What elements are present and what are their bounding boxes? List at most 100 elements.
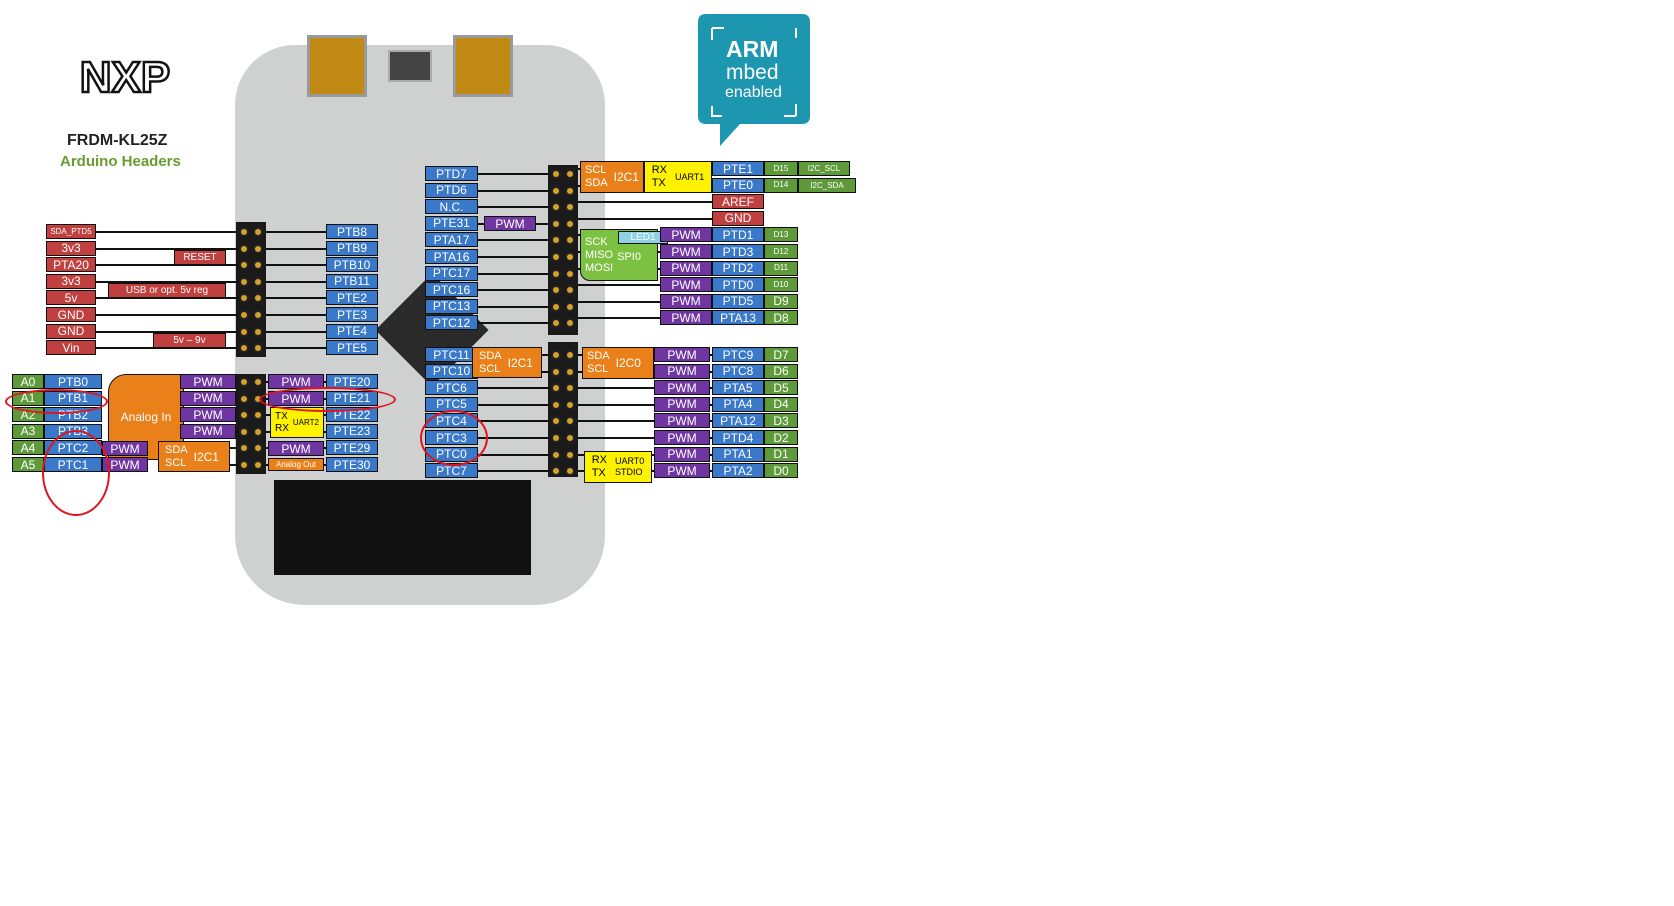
uart0-rx: RX — [591, 454, 607, 466]
pin-left-top-3-2 — [253, 276, 263, 287]
wire-right-bottom-2 — [578, 387, 712, 390]
pin-ptb9: PTB9 — [326, 240, 378, 256]
pin-right-top-5-1 — [551, 252, 561, 262]
arduino-d9: D9 — [764, 293, 798, 309]
i2c1-left-label: I2C1 — [193, 449, 219, 464]
pin-right-bottom-7-1 — [551, 466, 561, 477]
pin-pte0-1: PTE0 — [712, 177, 764, 193]
i2c1-right-sda: SDA — [585, 177, 608, 189]
pin-right-bottom-3-1 — [551, 399, 561, 410]
nxp-logo-mark: NXP — [60, 40, 190, 110]
highlight-pte21 — [259, 387, 396, 412]
pin-pte30: PTE30 — [326, 457, 378, 472]
highlight-ptc2-ptc1 — [42, 430, 110, 516]
pin-right-top-2-1 — [551, 202, 561, 213]
wire-center-top-0 — [478, 173, 551, 175]
pin-ptc11: PTC11 — [425, 347, 478, 362]
arduino-a4: A4 — [12, 440, 44, 456]
wire-left-power-4 — [95, 297, 239, 300]
arm-mbed-badge: ARM mbed enabled — [698, 14, 810, 146]
pwm-right-top-2: PWM — [660, 260, 712, 276]
pin-left-bottom-0-1 — [239, 377, 249, 387]
pin-right-top-4-1 — [551, 235, 561, 246]
pin-pte29: PTE29 — [326, 440, 378, 456]
pin-left-bottom-5-2 — [253, 460, 263, 470]
wire-inner-left-top-6 — [266, 330, 326, 333]
i2c1-center-scl: SCL — [479, 362, 501, 375]
wire-inner-left-top-1 — [266, 247, 326, 250]
pwm-pte31: PWM — [484, 216, 536, 231]
pin-pta1: PTA1 — [712, 446, 764, 462]
pwm-right-top-3: PWM — [660, 277, 712, 293]
i2c1-left-sda: SDA — [165, 443, 188, 456]
pin-right-top-0-2 — [565, 169, 575, 179]
usb-connector-right — [453, 35, 513, 97]
stdio-label: STDIO — [614, 467, 643, 477]
arduino-d0: D0 — [764, 463, 798, 479]
pin-right-top-9-1 — [551, 318, 561, 329]
i2c1-center-label: I2C1 — [507, 355, 533, 370]
pin-pta13-9: PTA13 — [712, 310, 764, 326]
pin-left-top-1-2 — [253, 243, 263, 254]
wire-left-power-7 — [95, 347, 239, 350]
wire-inner-left-top-4 — [266, 297, 326, 300]
pin-left-top-2-1 — [239, 260, 249, 271]
wire-center-bottom-3 — [478, 403, 551, 406]
wire-right-bottom-3 — [578, 403, 712, 406]
badge-enabled: enabled — [725, 84, 782, 101]
pin-pta4: PTA4 — [712, 396, 764, 412]
pwm-analog-3: PWM — [180, 423, 236, 439]
pin-left-top-3-1 — [239, 276, 249, 287]
pin-pte2: PTE2 — [326, 290, 378, 306]
pin-ptb10: PTB10 — [326, 257, 378, 273]
pin-left-top-5-2 — [253, 310, 263, 320]
wire-right-top-3 — [578, 217, 712, 220]
pin-left-bottom-2-2 — [253, 410, 263, 421]
wire-left-power-2 — [95, 264, 239, 267]
pin-left-top-0-2 — [253, 227, 263, 237]
pin-ptc17: PTC17 — [425, 265, 478, 281]
arduino-d12: D12 — [764, 244, 798, 259]
pin-right-bottom-2-1 — [551, 383, 561, 394]
wire-center-top-8 — [478, 305, 551, 308]
arduino-d15: D15 — [764, 161, 798, 176]
wire-center-top-2 — [478, 206, 551, 209]
pin-right-bottom-3-2 — [565, 399, 575, 410]
uart2-label: UART2 — [292, 417, 319, 427]
wire-center-top-9 — [478, 322, 551, 325]
arduino-a5: A5 — [12, 457, 44, 472]
highlight-a1 — [5, 389, 108, 414]
pin-left-bottom-0-2 — [253, 377, 263, 387]
wire-inner-left-top-7 — [266, 347, 326, 350]
arduino-a0: A0 — [12, 374, 44, 389]
pin-right-bottom-4-1 — [551, 416, 561, 427]
wire-right-bottom-5 — [578, 437, 712, 439]
pin-gnd-3: GND — [712, 210, 764, 226]
wire-center-top-4 — [478, 239, 551, 242]
pin-right-top-1-1 — [551, 185, 561, 196]
board-subtitle: Arduino Headers — [60, 153, 181, 170]
pwm-analog-0: PWM — [180, 374, 236, 389]
pin-right-bottom-6-1 — [551, 449, 561, 460]
uart0-label: UART0 — [614, 456, 645, 466]
pin-left-bottom-3-2 — [253, 426, 263, 437]
wire-left-power-1 — [95, 247, 239, 250]
pwm-right-bottom-3: PWM — [654, 396, 710, 412]
pin-pte20: PTE20 — [326, 374, 378, 389]
pin-right-top-7-2 — [565, 285, 575, 296]
pin-ptc8: PTC8 — [712, 363, 764, 379]
touch-slider — [274, 480, 531, 575]
pwm-right-bottom-6: PWM — [654, 446, 710, 462]
badge-arm: ARM — [726, 36, 779, 62]
pin-pta17: PTA17 — [425, 232, 478, 248]
pin-left-bottom-5-1 — [239, 460, 249, 470]
pin-ptd1-4: PTD1 — [712, 227, 764, 243]
header-left-bottom — [236, 374, 266, 474]
pin-right-top-2-2 — [565, 202, 575, 213]
spi0-label: SPI0 — [617, 250, 641, 263]
pin-ptc5: PTC5 — [425, 396, 478, 412]
pin-left-bottom-4-1 — [239, 443, 249, 454]
